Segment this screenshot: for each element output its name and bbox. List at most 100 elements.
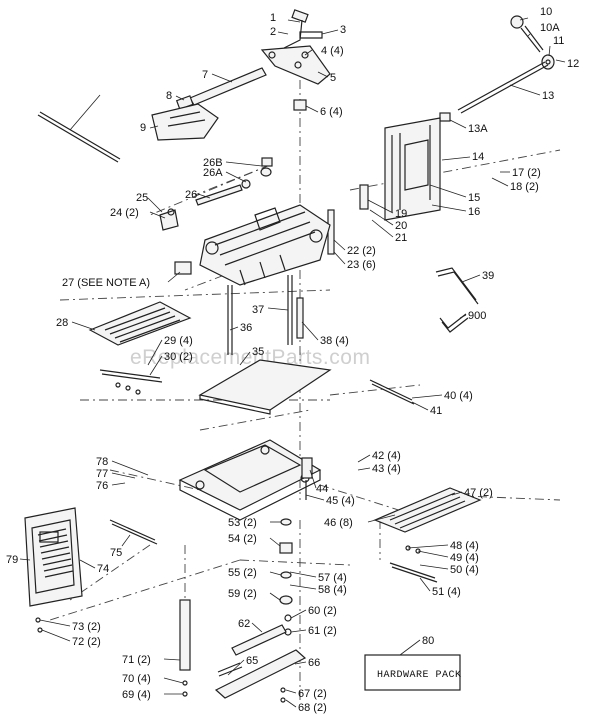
callout-78: 78 — [96, 456, 108, 468]
part-53-61-column-parts — [279, 518, 293, 636]
callout-69: 69 (4) — [122, 689, 151, 701]
part-36-37-38-screws — [227, 275, 304, 355]
part-3-bolt — [299, 31, 323, 39]
callout-80: 80 — [422, 635, 434, 647]
callout-13a: 13A — [468, 123, 488, 135]
callout-2: 2 — [270, 26, 276, 38]
callout-11: 11 — [553, 35, 564, 47]
part-900-rail — [37, 94, 121, 163]
part-75-bracket — [109, 519, 158, 545]
part-29-30-brackets — [99, 369, 163, 395]
part-10-knob — [510, 15, 524, 29]
callout-62: 62 — [238, 618, 250, 630]
callout-3: 3 — [340, 24, 346, 36]
callout-15: 15 — [468, 192, 480, 204]
callout-13: 13 — [542, 90, 554, 102]
callout-27: 27 (SEE NOTE A) — [62, 277, 150, 289]
part-11-handwheel — [541, 54, 555, 70]
part-28-table-extension-left — [88, 301, 192, 346]
callout-54: 54 (2) — [228, 533, 257, 545]
part-44-45-post — [301, 457, 313, 500]
callout-16: 16 — [468, 206, 480, 218]
callout-58: 58 (4) — [318, 584, 347, 596]
part-19-bracket — [359, 184, 369, 210]
callout-38: 38 (4) — [320, 335, 349, 347]
callout-67: 67 (2) — [298, 688, 327, 700]
part-65-66-foot — [214, 649, 307, 699]
callout-35: 35 — [252, 346, 264, 358]
hardware-pack-label: HARDWARE PACK — [377, 670, 462, 681]
callout-77: 77 — [96, 468, 108, 480]
part-cutterhead-assembly — [199, 204, 331, 286]
part-9-cover — [151, 103, 219, 141]
callout-65: 65 — [246, 655, 258, 667]
callout-71: 71 (2) — [122, 654, 151, 666]
callout-46: 46 (8) — [324, 517, 353, 529]
part-48-51-hardware-right — [389, 545, 438, 583]
callout-20: 20 — [395, 220, 407, 232]
callout-51: 51 (4) — [432, 586, 461, 598]
callout-17: 17 (2) — [512, 167, 541, 179]
callout-19: 19 — [395, 208, 407, 220]
callout-43: 43 (4) — [372, 463, 401, 475]
part-26-roller-shaft — [195, 184, 243, 206]
callout-26a: 26A — [203, 167, 223, 179]
part-40-41-strip — [369, 379, 415, 405]
part-80-hardware-pack: HARDWARE PACK — [364, 654, 462, 691]
part-14-dust-panel — [384, 117, 441, 221]
callout-59: 59 (2) — [228, 588, 257, 600]
callout-24: 24 (2) — [110, 207, 139, 219]
callout-75: 75 — [110, 547, 122, 559]
callout-60: 60 (2) — [308, 605, 337, 617]
callout-10a: 10A — [540, 22, 560, 34]
part-5-top-bracket — [260, 45, 331, 85]
callout-labels: 1 2 3 4 (4) 5 6 (4) 7 8 9 10 10A 11 12 1… — [6, 6, 579, 714]
callout-36: 36 — [240, 322, 252, 334]
part-47-table-extension-right — [373, 487, 482, 533]
part-74-79-side-panel — [24, 507, 83, 607]
callout-66: 66 — [308, 657, 320, 669]
part-27-switch — [174, 261, 192, 275]
callout-47: 47 (2) — [464, 487, 493, 499]
callout-21: 21 — [395, 232, 407, 244]
callout-18: 18 (2) — [510, 181, 539, 193]
callout-12: 12 — [567, 58, 579, 70]
callout-37: 37 — [252, 304, 264, 316]
callout-8: 8 — [166, 90, 172, 102]
callout-72: 72 (2) — [72, 636, 101, 648]
part-10a-handle — [520, 25, 544, 53]
callout-53: 53 (2) — [228, 517, 257, 529]
part-6-nut — [293, 99, 307, 111]
part-39-81-wrenches — [435, 267, 479, 333]
callout-50: 50 (4) — [450, 564, 479, 576]
callout-14: 14 — [472, 151, 484, 163]
callout-41: 41 — [430, 405, 442, 417]
callout-81: 900 — [468, 310, 486, 322]
callout-40: 40 (4) — [444, 390, 473, 402]
callout-6: 6 (4) — [320, 106, 343, 118]
callout-7: 7 — [202, 69, 208, 81]
part-62-rail — [231, 624, 287, 656]
callout-5: 5 — [330, 72, 336, 84]
callout-79: 79 — [6, 554, 18, 566]
callout-29: 29 (4) — [164, 335, 193, 347]
part-13a-plate — [439, 112, 451, 122]
callout-49: 49 (4) — [450, 552, 479, 564]
callout-42: 42 (4) — [372, 450, 401, 462]
callout-1: 1 — [270, 12, 276, 24]
callout-44: 44 — [316, 483, 328, 495]
callout-28: 28 — [56, 317, 68, 329]
callout-26: 26 — [185, 189, 197, 201]
callout-68: 68 (2) — [298, 702, 327, 714]
callout-55: 55 (2) — [228, 567, 257, 579]
callout-9: 9 — [140, 122, 146, 134]
callout-74: 74 — [97, 563, 109, 575]
part-24-25-clamp — [159, 208, 179, 231]
callout-73: 73 (2) — [72, 621, 101, 633]
part-26ab-gears — [241, 157, 273, 189]
part-35-table — [198, 359, 332, 415]
part-69-71-leg — [179, 599, 191, 697]
part-base-assembly — [178, 439, 322, 521]
callout-70: 70 (4) — [122, 673, 151, 685]
